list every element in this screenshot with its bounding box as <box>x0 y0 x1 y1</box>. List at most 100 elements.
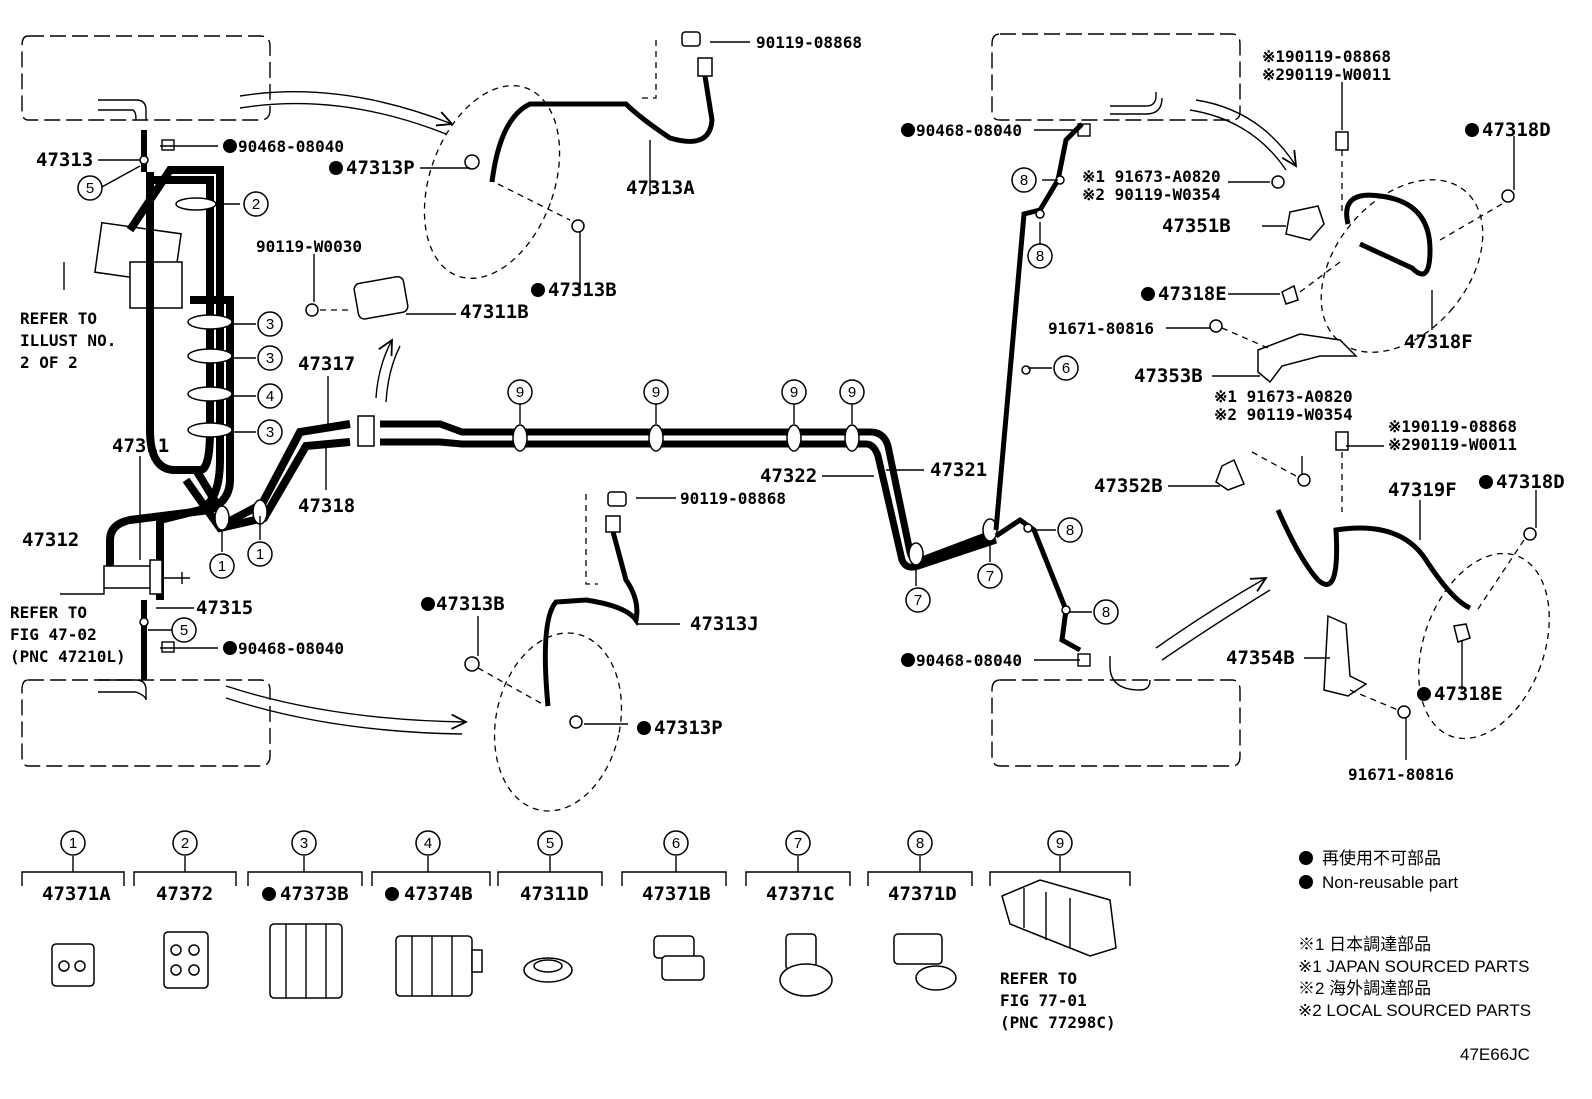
leader-lines <box>60 41 1537 760</box>
label-47353B: 47353B <box>1134 365 1203 387</box>
label-47318D-a: 47318D <box>1482 119 1551 141</box>
callout-8-a: 8 <box>1011 167 1037 193</box>
label-47313B-bot: 47313B <box>436 593 505 615</box>
refer-left-line-1: REFER TO <box>20 309 97 328</box>
label-47313A: 47313A <box>626 177 695 199</box>
refer-clamp-line-3: (PNC 77298C) <box>1000 1013 1116 1032</box>
legend-dot-jp <box>1299 851 1313 865</box>
label-290119-W0011-b: ※290119-W0011 <box>1388 435 1517 454</box>
label-190119-08868-b: ※190119-08868 <box>1388 417 1517 436</box>
part-labels: 90119-08868 47313A 47313P 47313B 90119-W… <box>10 33 1565 784</box>
svg-text:8: 8 <box>1102 604 1110 621</box>
label-47318: 47318 <box>298 495 355 517</box>
wheel-area-boxes <box>21 33 1241 767</box>
svg-text:4: 4 <box>424 835 432 852</box>
legend-en: Non-reusable part <box>1322 873 1458 892</box>
label-47321: 47321 <box>930 459 987 481</box>
label-91673-A0820-a: ※1 91673-A0820 <box>1082 167 1221 186</box>
callout-8-c: 8 <box>1057 517 1083 543</box>
main-tube-run <box>357 122 1084 653</box>
svg-text:7: 7 <box>914 592 922 609</box>
label-47312: 47312 <box>22 529 79 551</box>
clamp-1: 1 47371A <box>21 830 125 987</box>
svg-text:1: 1 <box>256 546 264 563</box>
callout-8-d: 8 <box>1093 599 1119 625</box>
clamp-1-pn: 47371A <box>42 883 111 905</box>
callout-3-b: 3 <box>257 345 283 371</box>
svg-text:9: 9 <box>516 384 524 401</box>
wheel-circles <box>423 85 1550 812</box>
label-47313J: 47313J <box>690 613 759 635</box>
label-47354B: 47354B <box>1226 647 1295 669</box>
legend-dot-en <box>1299 875 1313 889</box>
diagram-callouts: 5 2 3 3 4 3 1 1 5 9 9 9 9 7 7 8 8 6 8 8 <box>77 167 1119 643</box>
note-1-jp: ※1 日本調達部品 <box>1298 935 1431 954</box>
label-47322: 47322 <box>760 465 817 487</box>
callout-9-b: 9 <box>643 379 669 405</box>
callout-7-b: 7 <box>977 563 1003 589</box>
label-47311: 47311 <box>112 435 169 457</box>
clamp-5-pn: 47311D <box>520 883 589 905</box>
callout-8-b: 8 <box>1027 243 1053 269</box>
legend-jp: 再使用不可部品 <box>1322 848 1441 868</box>
clamp-7-pn: 47371C <box>766 883 835 905</box>
label-47318D-b: 47318D <box>1496 471 1565 493</box>
svg-text:8: 8 <box>1036 248 1044 265</box>
label-47318F: 47318F <box>1404 331 1473 353</box>
svg-text:5: 5 <box>546 835 554 852</box>
svg-text:9: 9 <box>652 384 660 401</box>
callout-1-b: 1 <box>247 541 273 567</box>
clamp-6-pn: 47371B <box>642 883 711 905</box>
callout-3-a: 3 <box>257 311 283 337</box>
clamp-2-pn: 47372 <box>156 883 213 905</box>
label-47315: 47315 <box>196 597 253 619</box>
svg-text:8: 8 <box>916 835 924 852</box>
svg-text:3: 3 <box>266 316 274 333</box>
callout-5-top: 5 <box>77 175 103 201</box>
label-47351B: 47351B <box>1162 215 1231 237</box>
refer-left-line-3: 2 OF 2 <box>20 353 78 372</box>
svg-text:6: 6 <box>672 835 680 852</box>
svg-text:3: 3 <box>266 424 274 441</box>
label-47313: 47313 <box>36 149 93 171</box>
label-47318E-a: 47318E <box>1158 283 1227 305</box>
clamp-3-pn: 47373B <box>280 883 349 905</box>
note-1-en: ※1 JAPAN SOURCED PARTS <box>1298 957 1530 976</box>
svg-text:9: 9 <box>790 384 798 401</box>
refer-fig-line-2: FIG 47-02 <box>10 625 97 644</box>
clamp-catalog: 1 47371A 2 47372 3 47373B 4 47374B <box>21 830 1131 1032</box>
callout-9-a: 9 <box>507 379 533 405</box>
label-90119-08868-mid: 90119-08868 <box>680 489 786 508</box>
clamp-3: 3 47373B <box>247 830 363 999</box>
label-47352B: 47352B <box>1094 475 1163 497</box>
flow-arrows <box>225 91 1296 735</box>
svg-text:7: 7 <box>986 568 994 585</box>
svg-text:9: 9 <box>1056 835 1064 852</box>
refer-clamp-line-2: FIG 77-01 <box>1000 991 1087 1010</box>
callout-6: 6 <box>1053 355 1079 381</box>
refer-left-line-2: ILLUST NO. <box>20 331 116 350</box>
note-2-en: ※2 LOCAL SOURCED PARTS <box>1298 1001 1531 1020</box>
area-box-front-right <box>991 33 1241 121</box>
master-cylinder-assembly <box>94 130 351 680</box>
svg-text:8: 8 <box>1020 172 1028 189</box>
svg-text:7: 7 <box>794 835 802 852</box>
label-290119-W0011-a: ※290119-W0011 <box>1262 65 1391 84</box>
front-right-hose <box>1209 131 1515 384</box>
front-left-hose <box>305 31 715 320</box>
clamp-7: 7 47371C <box>745 830 851 997</box>
clamp-4-pn: 47374B <box>404 883 473 905</box>
area-box-front-left <box>21 35 271 121</box>
label-90468-08040-tl: 90468-08040 <box>238 137 344 156</box>
clamp-6: 6 47371B <box>621 830 727 981</box>
note-2-jp: ※2 海外調達部品 <box>1298 979 1431 998</box>
callout-4: 4 <box>257 383 283 409</box>
svg-text:9: 9 <box>848 384 856 401</box>
svg-text:2: 2 <box>252 196 260 213</box>
svg-text:3: 3 <box>300 835 308 852</box>
svg-text:6: 6 <box>1062 360 1070 377</box>
nonreusable-dot <box>329 161 343 175</box>
svg-text:4: 4 <box>266 388 274 405</box>
clamp-2: 2 47372 <box>133 830 237 989</box>
